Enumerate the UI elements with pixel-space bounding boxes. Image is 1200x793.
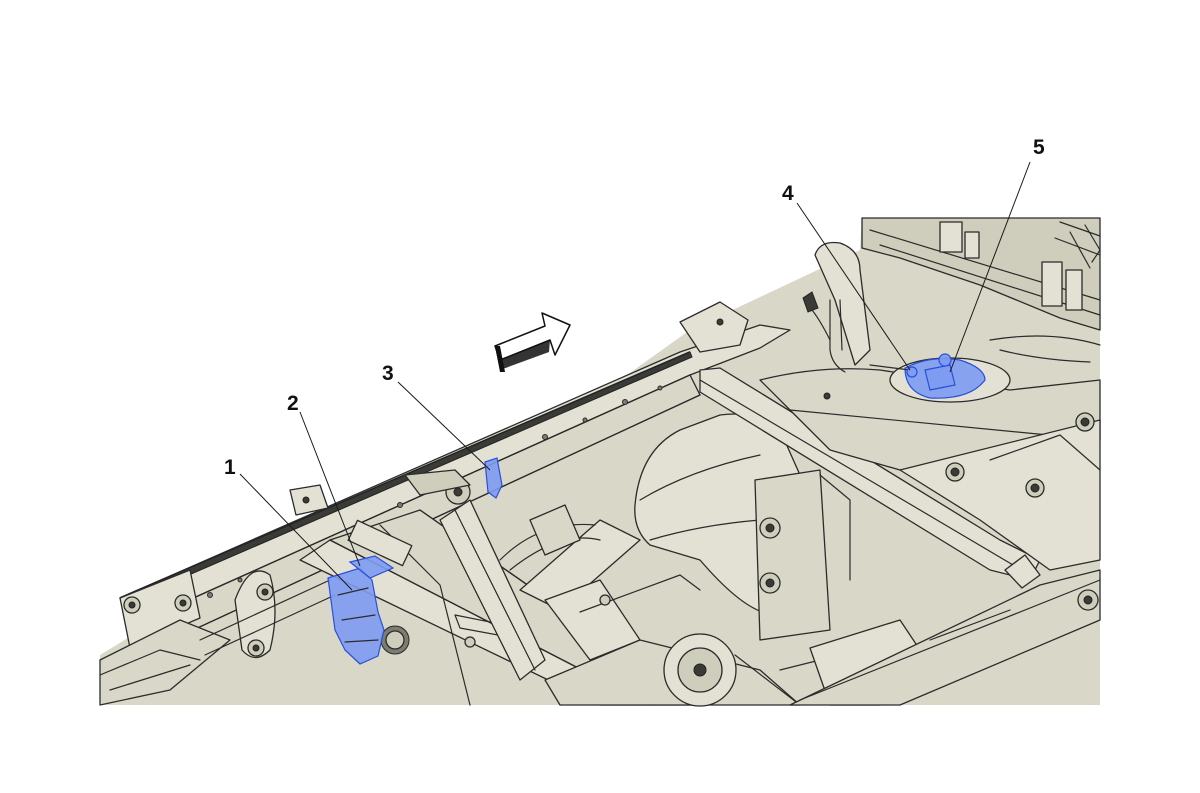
leader-5 [949,161,1031,373]
rear-crossmember [699,367,1101,581]
leader-1 [239,473,353,591]
fuel-pump-area [869,335,1101,403]
frame-bracket-mid [289,301,749,516]
leader-3 [397,381,491,471]
driveshaft-and-shock [404,469,641,681]
connector-on-crossmember [484,457,503,499]
callout-labels: 1 2 3 4 5 [224,136,1045,479]
frame-front-end [99,569,231,706]
bracket-connector-on-frame [348,555,395,579]
callout-1: 1 [224,456,236,479]
right-frame-rail [789,554,1101,706]
leader-4 [796,202,911,371]
fuel-filler-neck [802,241,871,373]
callout-5: 5 [1033,136,1045,159]
rear-frame-section [861,217,1101,331]
callout-leaders [239,161,1031,591]
spring-shackle [199,570,336,659]
leader-2 [299,411,361,567]
fuel-tank [634,413,851,641]
callout-2: 2 [287,392,299,415]
callout-4: 4 [782,182,794,205]
callout-3: 3 [382,362,394,385]
forward-arrow-icon [494,312,571,372]
